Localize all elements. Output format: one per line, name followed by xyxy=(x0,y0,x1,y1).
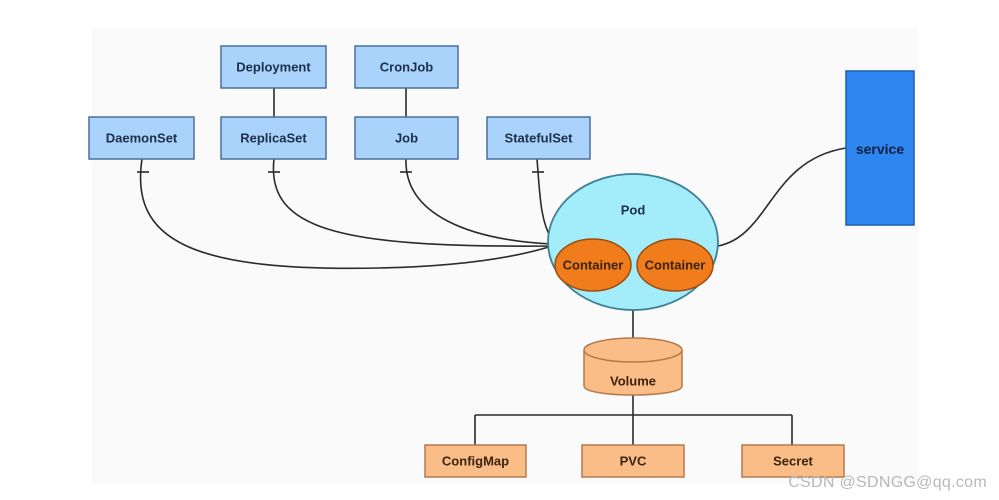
container-node-2: Container xyxy=(636,238,714,292)
connector-volume-tree xyxy=(474,395,793,445)
volume-label: Volume xyxy=(610,374,656,389)
configmap-node: ConfigMap xyxy=(424,444,527,478)
secret-label: Secret xyxy=(773,454,813,469)
configmap-label: ConfigMap xyxy=(442,454,509,469)
service-label: service xyxy=(856,141,904,157)
service-node: service xyxy=(845,70,915,226)
container-label-2: Container xyxy=(645,258,706,273)
connector-replicaset-pod xyxy=(272,158,553,247)
secret-node: Secret xyxy=(741,444,845,478)
diagram-background xyxy=(92,28,918,484)
replicaset-label: ReplicaSet xyxy=(240,131,307,146)
pvc-label: PVC xyxy=(620,454,647,469)
job-label: Job xyxy=(395,131,418,146)
connectors xyxy=(137,88,847,445)
volume-node: Volume xyxy=(583,337,683,396)
connector-job-pod xyxy=(405,158,553,245)
connector-daemonset-pod xyxy=(139,158,553,270)
job-node: Job xyxy=(354,116,459,160)
deployment-node: Deployment xyxy=(220,45,327,89)
replicaset-node: ReplicaSet xyxy=(220,116,327,160)
cronjob-node: CronJob xyxy=(354,45,459,89)
cronjob-label: CronJob xyxy=(380,60,434,75)
deployment-label: Deployment xyxy=(236,60,311,75)
pod-node: Pod Container Container xyxy=(547,173,719,311)
container-node-1: Container xyxy=(554,238,632,292)
daemonset-node: DaemonSet xyxy=(88,116,195,160)
daemonset-label: DaemonSet xyxy=(106,131,178,146)
statefulset-label: StatefulSet xyxy=(505,131,574,146)
container-label-1: Container xyxy=(563,258,624,273)
pod-label: Pod xyxy=(621,203,646,218)
watermark-text: CSDN @SDNGG@qq.com xyxy=(788,474,987,491)
statefulset-node: StatefulSet xyxy=(486,116,591,160)
pvc-node: PVC xyxy=(581,444,685,478)
connector-pod-service xyxy=(717,147,847,247)
